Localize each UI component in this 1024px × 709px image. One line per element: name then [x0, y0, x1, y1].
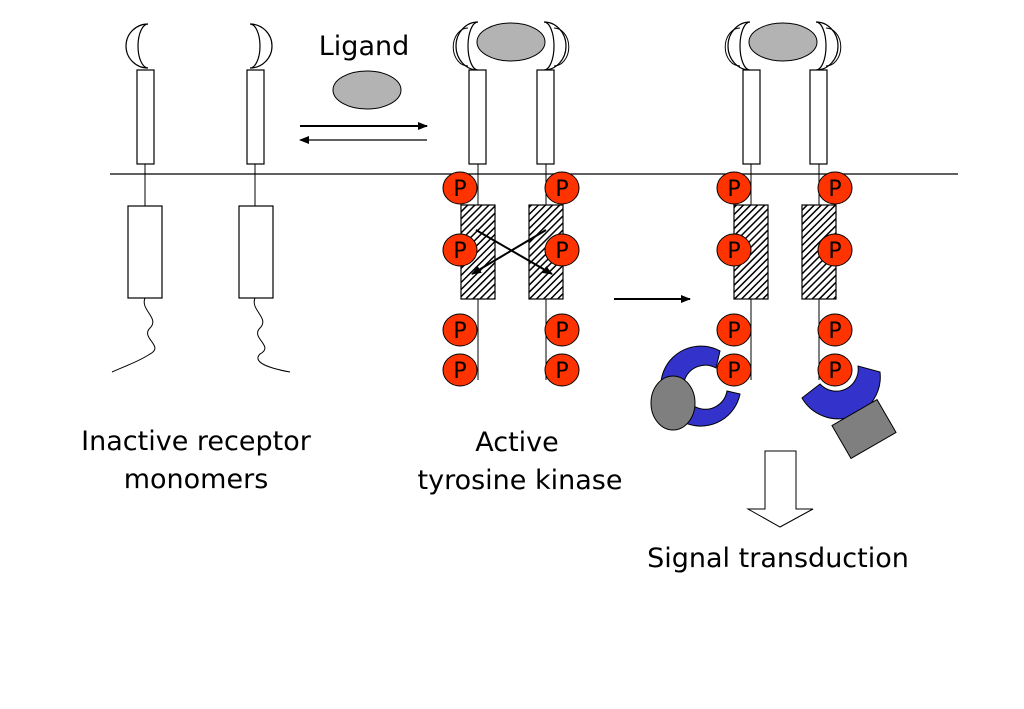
kinase-domain: [127, 205, 163, 299]
ligand-label: Ligand: [318, 31, 410, 62]
phospho-label: P: [453, 239, 466, 264]
phosphotyrosine-marker: P: [817, 233, 853, 267]
phospho-label: P: [453, 177, 466, 202]
phosphotyrosine-marker: P: [442, 233, 478, 267]
phosphotyrosine-marker: P: [442, 171, 478, 205]
free-ligand-shape: [332, 70, 402, 110]
phospho-circle: [716, 171, 752, 205]
phosphotyrosine-marker: P: [817, 353, 853, 387]
phospho-circle: [716, 313, 752, 347]
phospho-circle: [544, 313, 580, 347]
effector-rectangle: [831, 398, 897, 460]
signal-transduction-label: Signal transduction: [647, 543, 909, 574]
phosphotyrosine-marker: P: [442, 353, 478, 387]
phospho-label: P: [727, 239, 740, 264]
phospho-circle: [442, 233, 478, 267]
phospho-circle: [817, 171, 853, 205]
extracellular-inner-left: [452, 27, 469, 67]
phospho-label: P: [727, 177, 740, 202]
phosphotyrosine-marker: P: [716, 171, 752, 205]
phospho-circle: [442, 353, 478, 387]
inactive-receptor-right: [238, 23, 291, 373]
phosphotyrosine-marker: P: [716, 353, 752, 387]
phosphotyrosine-marker: P: [544, 233, 580, 267]
inactive-receptor-left: [111, 23, 163, 373]
inactive-caption-line-2: monomers: [123, 464, 269, 495]
transmembrane-segment-left: [468, 69, 487, 165]
phospho-label: P: [555, 177, 568, 202]
extracellular-crescent: [249, 23, 273, 69]
extracellular-inner-left: [724, 27, 741, 67]
phospho-circle: [817, 233, 853, 267]
phospho-circle: [544, 353, 580, 387]
phospho-circle: [544, 233, 580, 267]
phosphotyrosine-marker: P: [544, 171, 580, 205]
c-terminal-tail: [253, 297, 291, 373]
bound-ligand-shape: [476, 22, 546, 62]
effector-ellipse: [650, 375, 696, 431]
phospho-circle: [817, 313, 853, 347]
phospho-circle: [544, 171, 580, 205]
extracellular-crescent: [125, 23, 149, 69]
phospho-label: P: [453, 359, 466, 384]
extracellular-inner-right: [553, 27, 570, 67]
sh2-adaptor-right: [801, 365, 881, 420]
phospho-label: P: [453, 319, 466, 344]
phospho-circle: [817, 353, 853, 387]
phosphotyrosine-marker: P: [442, 313, 478, 347]
phosphotyrosine-marker: P: [817, 313, 853, 347]
transmembrane-segment-right: [809, 69, 828, 165]
phosphotyrosine-marker: P: [544, 313, 580, 347]
signal-output-arrow: [746, 450, 814, 528]
cross-phosphorylation-arrow-1: [475, 229, 553, 275]
phosphotyrosine-marker: P: [544, 353, 580, 387]
phosphotyrosine-marker: P: [716, 233, 752, 267]
phospho-label: P: [828, 239, 841, 264]
transmembrane-segment: [246, 69, 265, 165]
phospho-label: P: [727, 359, 740, 384]
active-caption-line-2: tyrosine kinase: [417, 465, 623, 496]
kinase-domain: [238, 205, 274, 299]
transmembrane-segment-left: [742, 69, 761, 165]
transmembrane-segment: [136, 69, 155, 165]
c-terminal-tail: [111, 297, 156, 373]
phosphotyrosine-marker: P: [817, 171, 853, 205]
bound-ligand-shape: [748, 22, 818, 62]
inactive-caption-line-1: Inactive receptor: [81, 426, 311, 457]
cross-phosphorylation-arrow-2: [471, 229, 547, 275]
active-caption-line-1: Active: [475, 427, 559, 458]
signaling-dimer: [650, 21, 897, 528]
phospho-label: P: [555, 359, 568, 384]
phospho-label: P: [828, 177, 841, 202]
phospho-label: P: [555, 239, 568, 264]
phospho-label: P: [727, 319, 740, 344]
transmembrane-segment-right: [536, 69, 555, 165]
phospho-circle: [442, 313, 478, 347]
phospho-label: P: [828, 359, 841, 384]
phospho-label: P: [828, 319, 841, 344]
phospho-circle: [716, 353, 752, 387]
phospho-circle: [442, 171, 478, 205]
phosphotyrosine-marker: P: [716, 313, 752, 347]
extracellular-inner-right: [825, 27, 842, 67]
phospho-label: P: [555, 319, 568, 344]
phospho-circle: [716, 233, 752, 267]
